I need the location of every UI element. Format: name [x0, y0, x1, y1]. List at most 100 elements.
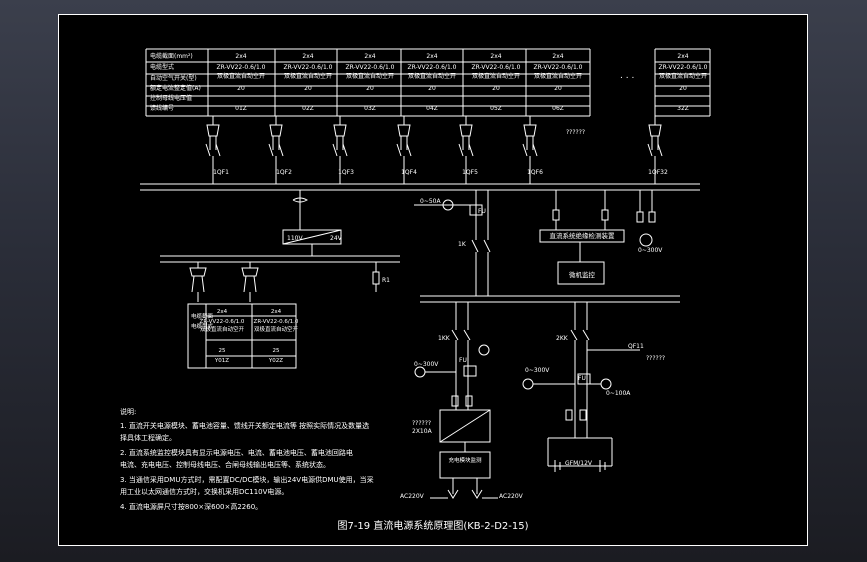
- sub-feeder-table: [187, 303, 297, 369]
- ammeter-top-label: 0~50A: [420, 198, 441, 205]
- fuse-fu-right: [577, 373, 591, 385]
- sub-feeder-terminal: [241, 267, 259, 277]
- ac-left-label: AC220V: [400, 493, 425, 500]
- feeder-breaker: 双极直流自动空开: [284, 72, 332, 80]
- notes-line-1: 1. 直流开关电源模块、蓄电池容量、馈线开关额定电流等 按照实际情况及数量选: [120, 421, 369, 430]
- feeder-breaker-symbol: [522, 143, 528, 157]
- feeder-terminal-symbol: [269, 124, 283, 137]
- fu-left-label: FU: [459, 357, 467, 364]
- switch-2kk: [582, 329, 590, 341]
- fuse-label-top: FU: [478, 208, 486, 215]
- feeder-rating: 20: [679, 85, 687, 92]
- row-label-section: 电缆截面(mm²): [150, 52, 193, 60]
- resistor-label: R1: [382, 277, 390, 284]
- feeder-bus-no: 03Z: [364, 105, 376, 112]
- ammeter-symbol: [442, 199, 454, 211]
- feeder-terminal-symbol: [459, 124, 473, 137]
- feeder-columns: 2x4 ZR-VV22-0.6/1.0 双极直流自动空开 20 01Z 1QF1…: [213, 53, 708, 176]
- feeder-section: 2x4: [302, 53, 313, 60]
- feeder-qf-label: 1QF4: [401, 169, 417, 176]
- row-label-cable: 电缆型式: [150, 63, 174, 71]
- fuse-fu: [463, 365, 477, 377]
- feeder-qf-label: 1QF6: [527, 169, 543, 176]
- feeder-breaker: 双极直流自动空开: [659, 72, 707, 80]
- feeder-rating: 20: [237, 85, 245, 92]
- battery-label: GFM/12V: [565, 460, 593, 467]
- notes-block: 说明: 1. 直流开关电源模块、蓄电池容量、馈线开关额定电流等 按照实际情况及数…: [120, 407, 374, 511]
- sub-sec-1: 2x4: [217, 309, 228, 315]
- qf11-label: QF11: [628, 343, 644, 350]
- voltmeter-fuse: [648, 211, 656, 223]
- feeder-bus-no: 04Z: [426, 105, 438, 112]
- feeder-breaker-symbol: [278, 143, 284, 157]
- feeder-breaker-symbol: [532, 143, 538, 157]
- feeder-breaker: 双极直流自动空开: [346, 72, 394, 80]
- feeder-breaker-symbol: [215, 143, 221, 157]
- sub-no-2: Y02Z: [268, 358, 283, 364]
- feeder-bus-no: 02Z: [302, 105, 314, 112]
- sub-feeder-breaker: [201, 275, 205, 293]
- feeder-terminal-symbol: [333, 124, 347, 137]
- feeder-breaker-symbol: [332, 143, 338, 157]
- notes-title: 说明:: [120, 407, 136, 416]
- ac-arrow-right: [471, 489, 483, 499]
- drawing-caption: 图7-19 直流电源系统原理图(KB-2-D2-15): [337, 519, 528, 532]
- sub-feeder-terminal: [189, 267, 207, 277]
- switch-1k: [471, 239, 479, 253]
- feeder-section: 2x4: [552, 53, 563, 60]
- sub-rating-2: 25: [273, 348, 280, 354]
- notes-line-5: 3. 当通信采用DMU方式时，需配置DC/DC模块，输出24V电源供DMU使用，…: [120, 475, 374, 484]
- feeder-breaker-symbol: [342, 143, 348, 157]
- row-label-voltage: 控制母线电压值: [150, 94, 192, 102]
- feeder-terminal-symbol: [648, 124, 662, 137]
- notes-line-7: 4. 直流电源屏尺寸按800×深600×高2260。: [120, 502, 262, 511]
- feeder-breaker: 双极直流自动空开: [408, 72, 456, 80]
- feeder-bus-no: 05Z: [490, 105, 502, 112]
- drawing-frame: [58, 14, 808, 546]
- voltmeter-fuse: [636, 211, 644, 223]
- switch-1kk: [451, 329, 459, 341]
- charger-monitor-box: [439, 451, 491, 479]
- fuse: [465, 395, 473, 407]
- feeder-breaker-symbol: [268, 143, 274, 157]
- feeder-breaker-symbol: [406, 143, 412, 157]
- feeder-breaker-symbol: [647, 143, 653, 157]
- sub-no-1: Y01Z: [214, 358, 229, 364]
- feeder-terminal-symbol: [523, 124, 537, 137]
- notes-line-4: 电流、充电电压、控制母线电压、合闸母线输出电压等、系统状态。: [120, 460, 330, 469]
- feeder-bus-no: 06Z: [552, 105, 564, 112]
- feeder-cable: ZR-VV22-0.6/1.0: [346, 64, 395, 71]
- feeder-4: 2x4 ZR-VV22-0.6/1.0 双极直流自动空开 20 04Z 1QF4: [401, 53, 457, 176]
- voltmeter-symbol: [639, 233, 653, 247]
- feeder-rating: 20: [304, 85, 312, 92]
- feeder-breaker-symbol: [657, 143, 663, 157]
- feeder-rating: 20: [366, 85, 374, 92]
- fuse: [451, 395, 459, 407]
- feeder-cable: ZR-VV22-0.6/1.0: [534, 64, 583, 71]
- notes-line-2: 择具体工程确定。: [120, 433, 176, 442]
- feeder-2: 2x4 ZR-VV22-0.6/1.0 双极直流自动空开 20 02Z 1QF2: [276, 53, 333, 176]
- feeder-breaker-symbol: [396, 143, 402, 157]
- sub-row-2: 电缆型式: [191, 322, 214, 330]
- switch-1kk: [463, 329, 471, 341]
- volt-left2-label: 0~300V: [525, 367, 550, 374]
- meter-symbol: [478, 344, 490, 356]
- feeder-section: 2x4: [677, 53, 688, 60]
- fu-right-label: FU: [578, 375, 586, 382]
- feeder-section: 2x4: [426, 53, 437, 60]
- feeder-rating: 20: [428, 85, 436, 92]
- breaker-qf-symbol: [292, 197, 309, 203]
- feeder-6: 2x4 ZR-VV22-0.6/1.0 双极直流自动空开 20 06Z 1QF6: [527, 53, 583, 176]
- sub-cable-1: ZR-VV22-0.6/1.0: [200, 319, 245, 325]
- header-table-labels: 电缆截面(mm²) 电缆型式 自动空气开关(型) 额定电流整定值(A) 控制母线…: [150, 52, 201, 112]
- ac-arrow-left: [447, 489, 459, 499]
- sub-rating-1: 25: [219, 348, 226, 354]
- feeder-bus-no: 01Z: [235, 105, 247, 112]
- sub-table-text: 电缆截面 电缆型式 2x4 ZR-VV22-0.6/1.0 双极直流自动空开 2…: [191, 309, 299, 364]
- feeder-breaker-symbol: [458, 143, 464, 157]
- row-label-bus-no: 馈线编号: [150, 104, 174, 112]
- feeder-ellipsis: . . .: [620, 71, 634, 81]
- sub-feeder-breaker: [243, 275, 247, 293]
- feeder-section: 2x4: [235, 53, 246, 60]
